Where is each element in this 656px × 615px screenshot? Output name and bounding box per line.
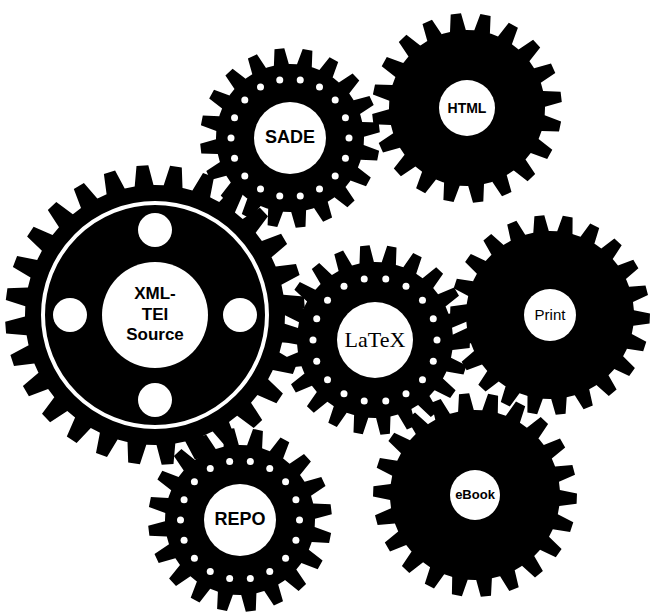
gear <box>5 165 305 465</box>
gear-dot <box>191 478 198 485</box>
gear-label: XML- TEI Source <box>124 284 186 345</box>
gear-label: REPO <box>214 509 265 531</box>
gear-dot <box>403 390 410 397</box>
gear-label-circle: eBook <box>450 470 500 520</box>
gear-dot <box>313 358 320 365</box>
gear-dot <box>313 315 320 322</box>
gear-dot <box>341 390 348 397</box>
gear-hole <box>138 383 172 417</box>
gear-dot <box>282 478 289 485</box>
gear-dot <box>257 83 264 90</box>
gear-dot <box>292 537 299 544</box>
gear-dot <box>419 376 426 383</box>
gear <box>372 13 562 203</box>
gear <box>450 215 650 415</box>
gear-dot <box>434 337 441 344</box>
gear-hole <box>53 298 87 332</box>
gear-dot <box>361 398 368 405</box>
gear-dot <box>430 358 437 365</box>
gear-dot <box>342 155 349 162</box>
gear-dot <box>297 76 304 83</box>
gear <box>148 428 332 612</box>
gear-label: LaTeX <box>345 327 406 353</box>
gear-dot <box>324 297 331 304</box>
gear-dot <box>403 283 410 290</box>
gear-dot <box>207 568 214 575</box>
gear-dot <box>231 114 238 121</box>
gear-dot <box>310 337 317 344</box>
gear-dot <box>382 275 389 282</box>
gear-ring <box>43 203 267 427</box>
gear-dot <box>266 568 273 575</box>
gear-label-circle: REPO <box>204 484 276 556</box>
gear-dot <box>228 135 235 142</box>
gear-dot <box>324 376 331 383</box>
gear-label: Print <box>535 306 566 324</box>
gear-label: SADE <box>265 127 315 149</box>
gear-hole <box>223 298 257 332</box>
gear-dot <box>181 496 188 503</box>
gear <box>373 393 577 597</box>
gear-dot <box>247 458 254 465</box>
gear-dot <box>361 275 368 282</box>
gear-label: HTML <box>448 100 487 117</box>
gear-dot <box>241 172 248 179</box>
gear-dot <box>430 315 437 322</box>
gear-dot <box>241 97 248 104</box>
gear-dot <box>266 465 273 472</box>
gear-dot <box>332 97 339 104</box>
gear-dot <box>316 83 323 90</box>
gear-label-circle: Print <box>524 289 576 341</box>
gear-dot <box>226 575 233 582</box>
gear-dot <box>342 114 349 121</box>
gear-dot <box>296 517 303 524</box>
gear-dot <box>346 135 353 142</box>
gear-dot <box>191 555 198 562</box>
gear-dot <box>181 537 188 544</box>
gear-dot <box>226 458 233 465</box>
gear-dot <box>316 186 323 193</box>
gear-dot <box>419 297 426 304</box>
gear-dot <box>247 575 254 582</box>
gear-dot <box>276 76 283 83</box>
gear-label: eBook <box>455 487 495 503</box>
gear-dot <box>382 398 389 405</box>
gear-hole <box>138 213 172 247</box>
gear-dot <box>332 172 339 179</box>
gear-dot <box>292 496 299 503</box>
gear-dot <box>207 465 214 472</box>
gear-dot <box>177 517 184 524</box>
gear-dot <box>257 186 264 193</box>
gear-label-circle: SADE <box>254 102 326 174</box>
gear-dot <box>341 283 348 290</box>
gear-label-circle: LaTeX <box>337 302 413 378</box>
gear-dot <box>231 155 238 162</box>
gear-dot <box>276 193 283 200</box>
gear-dot <box>282 555 289 562</box>
gear-dot <box>297 193 304 200</box>
gear-label-circle: XML- TEI Source <box>102 262 208 368</box>
gear-label-circle: HTML <box>439 80 495 136</box>
